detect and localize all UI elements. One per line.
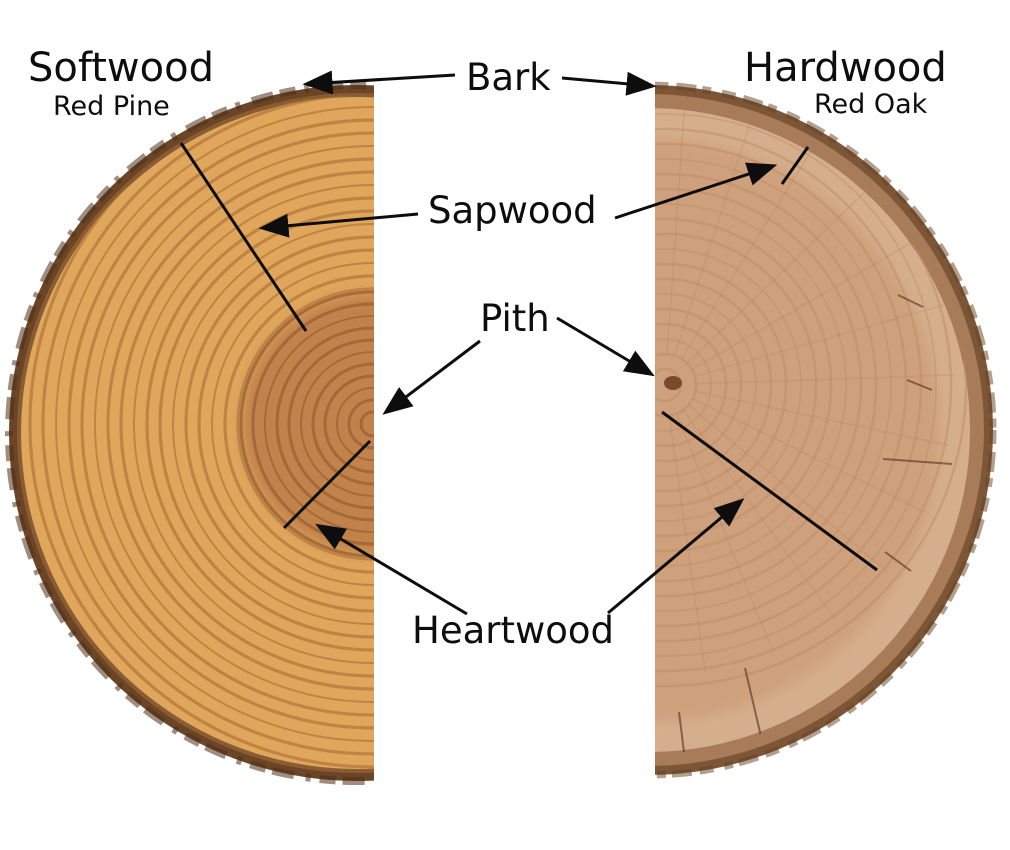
hardwood-species: Red Oak [814,89,928,120]
bark-arrow-right [561,71,657,96]
pine-sapwood-span-line [179,142,308,332]
oak-heartwood-face [655,138,940,722]
heartwood-label: Heartwood [412,609,615,652]
oak-bark-texture [655,81,997,779]
hardwood-slice-image [655,81,997,779]
pith-arrow-right [556,316,655,377]
pine-heartwood-rings [239,290,374,558]
softwood-title: Softwood [28,45,214,91]
bark-arrow-left [302,70,456,95]
heartwood-arrow-right [607,498,745,615]
oak-cracks [678,294,953,754]
sapwood-arrow-right [614,162,778,220]
hardwood-title: Hardwood [744,45,947,91]
pith-arrow-left [382,339,481,415]
sapwood-arrow-left [258,212,419,238]
pine-heartwood-span-line [282,439,372,530]
oak-sapwood-tick-line [780,146,810,185]
heartwood-arrow-left [315,523,468,616]
annotation-arrows [179,70,878,616]
bark-label: Bark [466,56,551,99]
softwood-species: Red Pine [53,91,170,122]
oak-pith-spot [664,376,682,390]
pith-label: Pith [480,297,550,340]
softwood-slice-image [5,81,374,785]
oak-heartwood-span-line [661,410,878,572]
pine-bark-texture [5,81,374,785]
sapwood-label: Sapwood [428,189,597,232]
oak-growth-rings [655,106,968,688]
pine-heartwood-region [242,293,374,555]
